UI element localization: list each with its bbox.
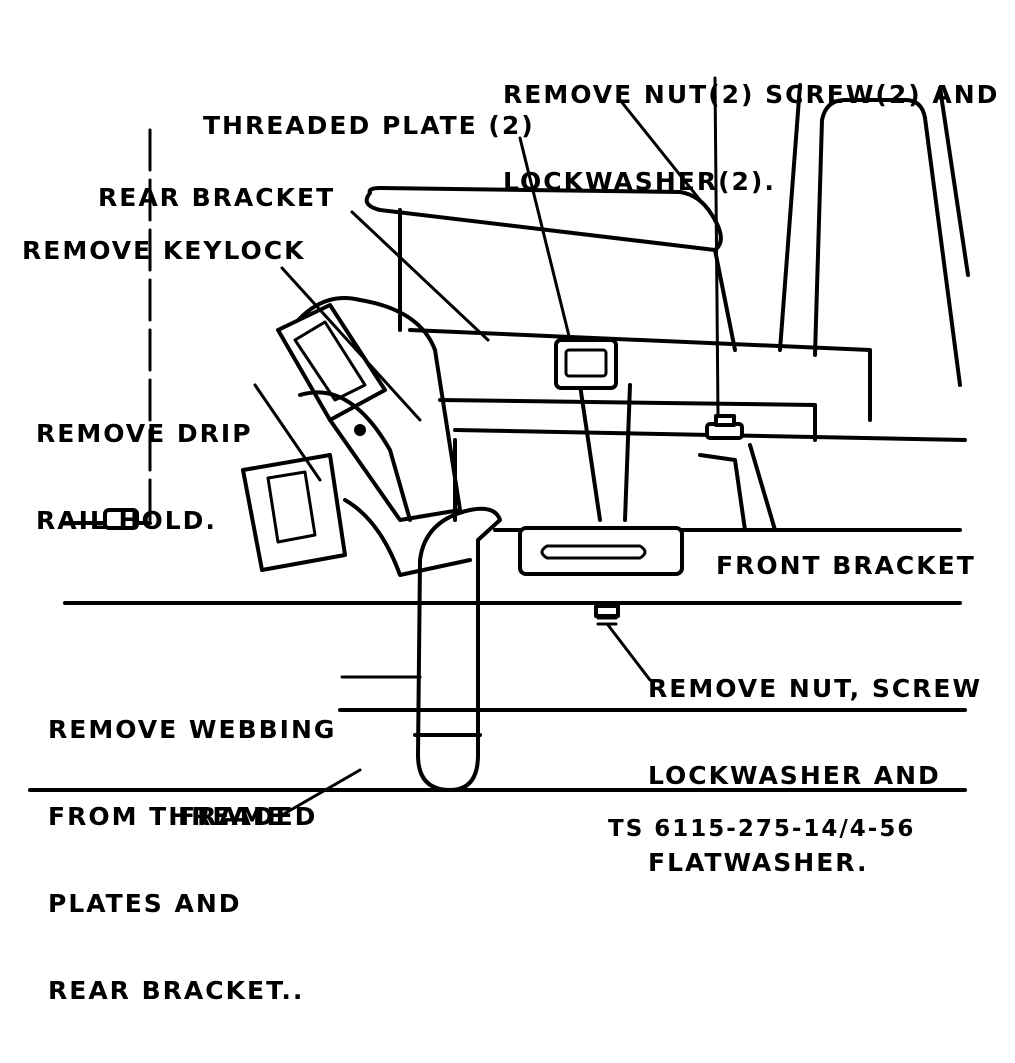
callout-line: FROM THREADED xyxy=(48,802,318,831)
callout-remove-keylock: REMOVE KEYLOCK xyxy=(22,236,306,265)
callout-line: LOCKWASHER AND xyxy=(648,761,941,790)
front-bracket xyxy=(493,526,962,576)
callout-line: REAR BRACKET.. xyxy=(48,976,305,1005)
callout-line: RAIL HOLD. xyxy=(36,506,217,535)
seat-back xyxy=(778,83,970,387)
line-art xyxy=(28,76,970,817)
callout-line: REMOVE NUT, SCREW xyxy=(648,674,983,703)
leader-lines xyxy=(253,76,720,817)
callout-line: PLATES AND xyxy=(48,889,242,918)
callout-rear-bracket: REAR BRACKET xyxy=(98,183,336,212)
callout-line: REMOVE DRIP xyxy=(36,419,253,448)
callout-threaded-plate: THREADED PLATE (2) xyxy=(203,111,535,140)
drip-rail xyxy=(103,128,152,530)
callout-remove-drip-rail-hold: REMOVE DRIP RAIL HOLD. xyxy=(36,361,253,593)
keylock-assembly xyxy=(241,296,472,577)
nut-screw-bottom xyxy=(594,604,620,626)
threaded-plate xyxy=(554,338,632,522)
callout-line: REMOVE NUT(2) SCREW(2) AND xyxy=(503,80,1000,109)
seat-belt-removal-diagram: REMOVE NUT(2) SCREW(2) AND LOCKWASHER(2)… xyxy=(22,22,999,1005)
callout-front-bracket: FRONT BRACKET xyxy=(716,551,976,580)
webbing-strap xyxy=(413,506,502,792)
callout-frame: FRAME xyxy=(178,802,286,831)
callout-line: REMOVE WEBBING xyxy=(48,715,337,744)
callout-remove-nut-screw-lockwasher-top: REMOVE NUT(2) SCREW(2) AND LOCKWASHER(2)… xyxy=(503,22,999,254)
callout-line: FLATWASHER. xyxy=(648,848,869,877)
nut-screw-top xyxy=(705,414,744,440)
figure-id: TS 6115-275-14/4-56 xyxy=(608,816,916,842)
callout-line: LOCKWASHER(2). xyxy=(503,167,776,196)
callout-remove-nut-screw-lockwasher-flatwasher: REMOVE NUT, SCREW LOCKWASHER AND FLATWAS… xyxy=(648,616,982,935)
callout-remove-webbing: REMOVE WEBBING FROM THREADED PLATES AND … xyxy=(48,657,336,1063)
